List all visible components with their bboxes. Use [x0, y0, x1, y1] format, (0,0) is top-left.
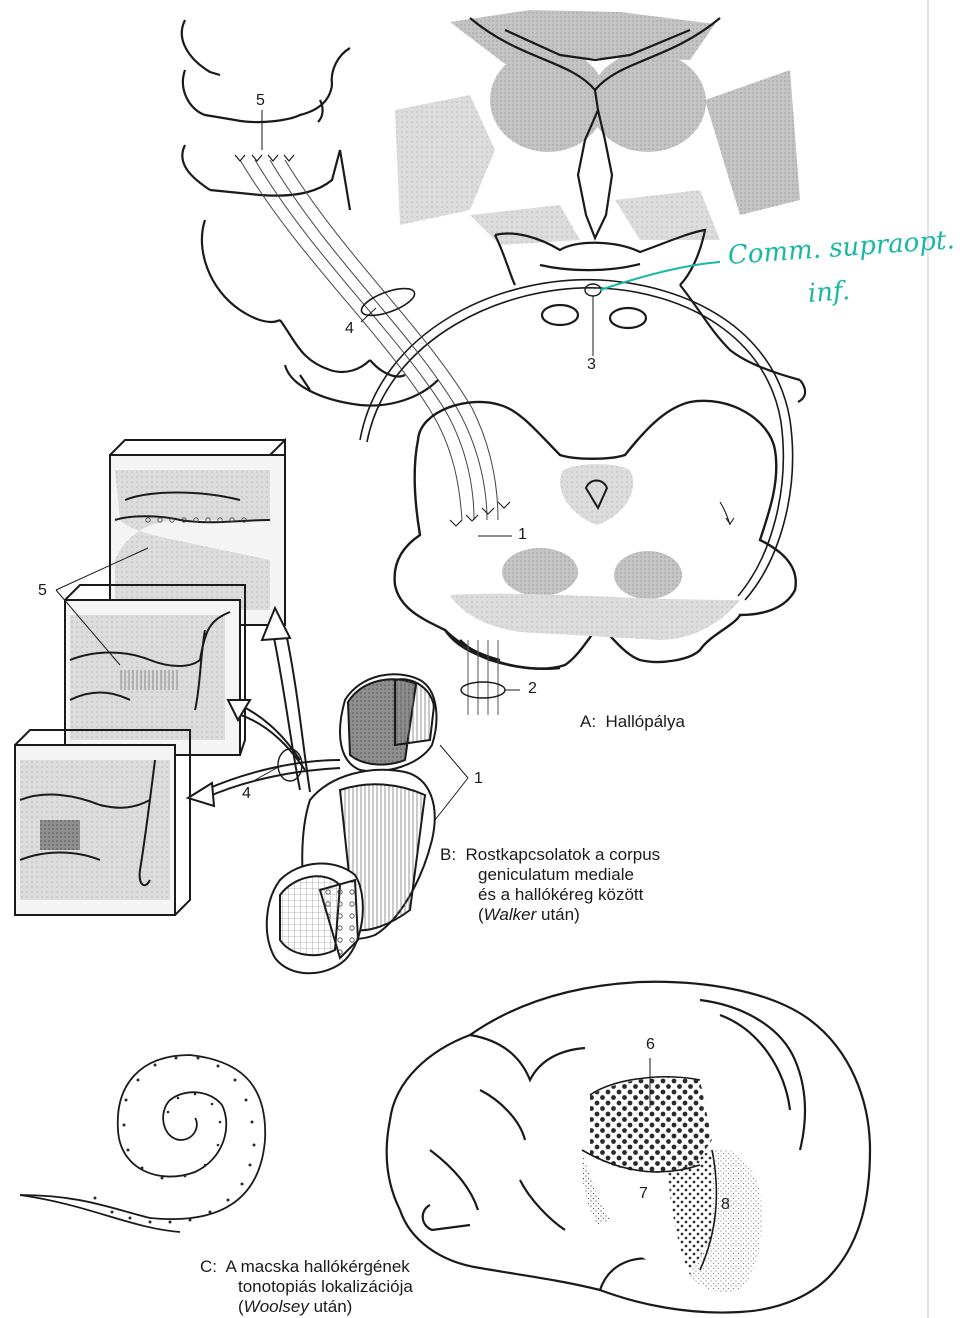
label-5-block: 5: [38, 582, 47, 600]
caption-b-line4: (Walker után): [440, 905, 660, 925]
note-leader: [600, 262, 720, 290]
label-5-top: 5: [256, 92, 265, 110]
caption-a-text: Hallópálya: [606, 712, 685, 731]
commissure-arc: [360, 280, 793, 600]
medial-geniculate-body: [267, 674, 437, 973]
caption-c-rest: után): [309, 1297, 352, 1316]
caption-b-line2: geniculatum mediale: [440, 865, 660, 885]
label-4-block: 4: [242, 785, 251, 803]
label-3: 3: [587, 356, 596, 374]
caption-b-line3: és a hallókéreg között: [440, 885, 660, 905]
label-2: 2: [528, 680, 537, 698]
cell-bodies-cortex: [235, 110, 294, 161]
caption-c-line3: (Woolsey után): [200, 1297, 413, 1317]
caption-b-author: Walker: [484, 905, 537, 924]
caption-c-line1: A macska hallókérgének: [226, 1257, 410, 1276]
cochlea-dots: [94, 1057, 256, 1224]
caption-c-author: Woolsey: [244, 1297, 309, 1316]
midbrain-nuclei: [450, 548, 740, 640]
caption-c-prefix: C:: [200, 1257, 217, 1276]
label-1-top: 1: [518, 526, 527, 544]
label-4-top: 4: [345, 320, 354, 338]
label-7: 7: [639, 1185, 648, 1203]
cortex-block-bottom: [15, 730, 190, 915]
caption-b: B: Rostkapcsolatok a corpus geniculatum …: [440, 845, 660, 925]
caption-c: C: A macska hallókérgének tonotopiás lok…: [200, 1257, 413, 1317]
caption-a-prefix: A:: [580, 712, 596, 731]
cortex-block-top: [110, 440, 285, 625]
lemniscus-bundle: [461, 640, 505, 715]
handwritten-note-line2: inf.: [807, 277, 851, 308]
caption-a: A: Hallópálya: [580, 712, 685, 732]
cochlea-spiral: [20, 1055, 265, 1232]
forebrain-section: [182, 10, 805, 406]
label-6: 6: [646, 1036, 655, 1054]
caption-b-rest: után): [536, 905, 579, 924]
label-1-block: 1: [474, 770, 483, 788]
caption-c-line2: tonotopiás lokalizációja: [200, 1277, 413, 1297]
label-8: 8: [721, 1196, 730, 1214]
auditory-cortex-areas: [582, 1077, 762, 1292]
caption-b-line1: Rostkapcsolatok a corpus: [466, 845, 661, 864]
caption-b-prefix: B:: [440, 845, 456, 864]
